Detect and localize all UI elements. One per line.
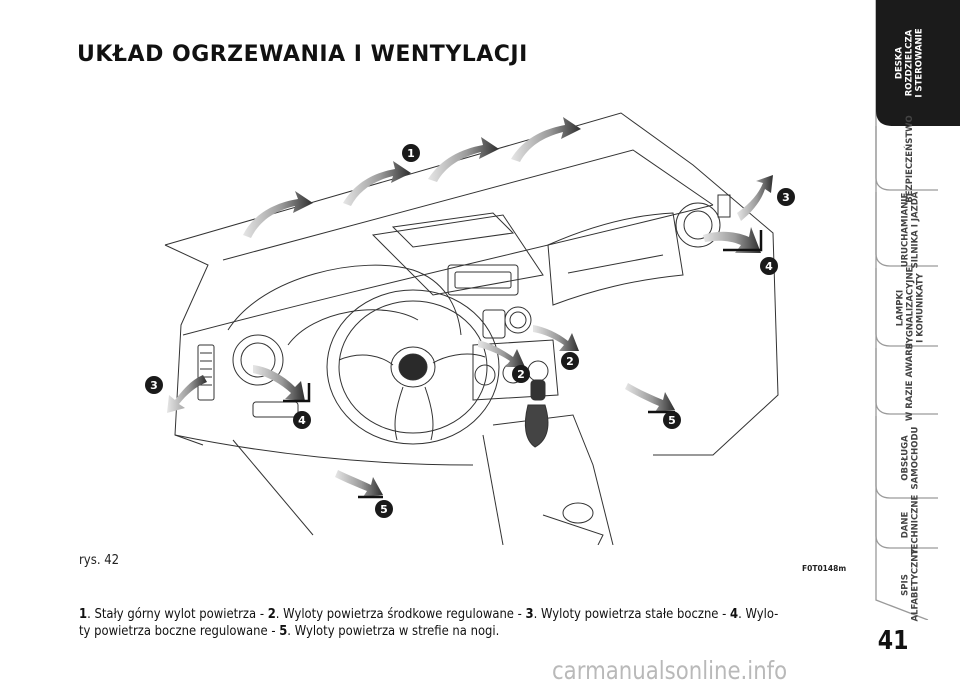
tab-shape [875, 126, 938, 191]
watermark: carmanualsonline.info [552, 656, 788, 685]
callout-4a [760, 257, 778, 275]
callout-5b [375, 500, 393, 518]
caption-num-4: 4 [730, 606, 739, 622]
figure-code: F0T0148m [802, 564, 847, 573]
svg-text:3: 3 [150, 379, 158, 392]
tab-obsluga-samochodu[interactable]: OBSŁUGA SAMOCHODU [868, 416, 960, 500]
callout-2b [512, 365, 530, 383]
tab-shape [875, 500, 938, 549]
page-number: 41 [877, 626, 909, 656]
caption-text-3: . Wyloty powietrza stałe boczne - [533, 606, 731, 622]
caption-text-6: . Wyloty powietrza w strefie na nogi. [287, 623, 500, 639]
tab-uruchamianie-silnika[interactable]: URUCHAMIANIE SILNIKA I JAZDA [868, 192, 960, 268]
svg-text:4: 4 [298, 414, 306, 427]
tab-shape [875, 268, 938, 347]
tab-label: URUCHAMIANIE SILNIKA I JAZDA [900, 191, 921, 269]
caption-text-5: ty powietrza boczne regulowane - [79, 623, 280, 639]
section-tabs: DESKA ROZDZIELCZA I STEROWANIE BEZPIECZE… [868, 0, 960, 622]
svg-text:1: 1 [407, 147, 415, 160]
callout-2a [561, 352, 579, 370]
callout-3a [777, 188, 795, 206]
figure-caption: 1. Stały górny wylot powietrza - 2. Wylo… [79, 606, 853, 640]
callout-4b [293, 411, 311, 429]
caption-num-1: 1 [79, 606, 88, 622]
tab-label: SPIS ALFABETYCZNY [900, 548, 921, 622]
caption-num-5: 5 [279, 623, 288, 639]
tab-shape [875, 416, 938, 499]
tab-label: LAMPKI SYGNALIZACYJNE I KOMUNIKATY [895, 266, 925, 350]
caption-num-3: 3 [525, 606, 534, 622]
tab-shape [875, 348, 938, 415]
svg-text:2: 2 [566, 355, 574, 368]
tab-label: W RAZIE AWARII [905, 342, 916, 422]
svg-text:4: 4 [765, 260, 773, 273]
tab-lampki-sygnalizacyjne[interactable]: LAMPKI SYGNALIZACYJNE I KOMUNIKATY [868, 266, 960, 350]
tab-dane-techniczne[interactable]: DANE TECHNICZNE [868, 495, 960, 555]
callout-1 [402, 144, 420, 162]
svg-text:5: 5 [668, 414, 676, 427]
tab-label: DESKA ROZDZIELCZA I STEROWANIE [895, 28, 925, 98]
dashboard-ventilation-illustration: 1 2 2 3 3 4 4 5 5 [145, 112, 795, 545]
tab-w-razie-awarii[interactable]: W RAZIE AWARII [868, 343, 960, 421]
figure-reference: rys. 42 [79, 553, 120, 568]
tab-spis-alfabetyczny[interactable]: SPIS ALFABETYCZNY [868, 548, 960, 622]
tab-label: BEZPIECZEŃSTWO [905, 115, 915, 203]
caption-text-2: . Wyloty powietrza środkowe regulowane - [275, 606, 526, 622]
caption-num-2: 2 [267, 606, 276, 622]
caption-text-4: . Wylo- [738, 606, 779, 622]
page-title: UKŁAD OGRZEWANIA I WENTYLACJI [77, 42, 528, 67]
callout-5a [663, 411, 681, 429]
tab-label: DANE TECHNICZNE [900, 494, 920, 556]
svg-text:5: 5 [380, 503, 388, 516]
tab-shape [875, 192, 938, 267]
tab-bezpieczenstwo[interactable]: BEZPIECZEŃSTWO [868, 115, 960, 203]
tab-label: OBSŁUGA SAMOCHODU [899, 426, 920, 490]
tab-deska-rozdzielcza[interactable]: DESKA ROZDZIELCZA I STEROWANIE [868, 0, 960, 126]
callout-3b [145, 376, 163, 394]
svg-text:3: 3 [782, 191, 790, 204]
svg-text:2: 2 [517, 368, 525, 381]
caption-text-1: . Stały górny wylot powietrza - [87, 606, 268, 622]
